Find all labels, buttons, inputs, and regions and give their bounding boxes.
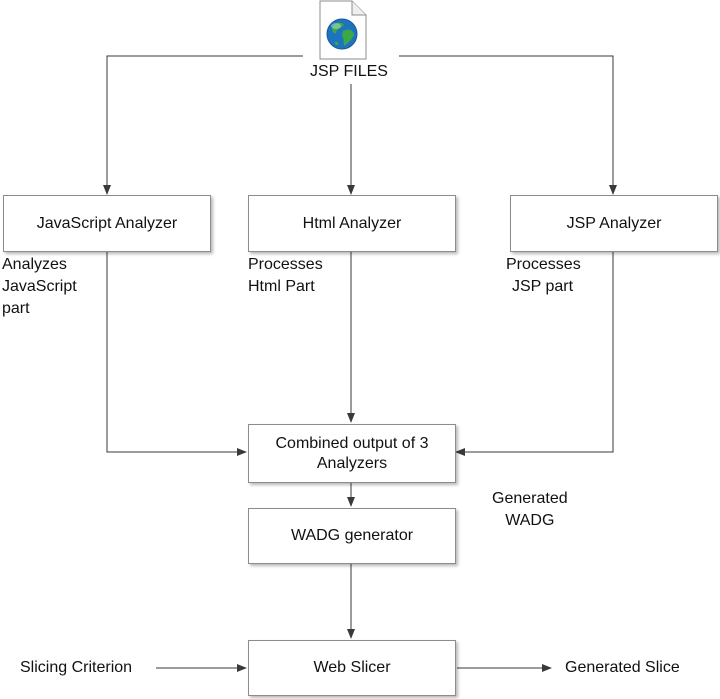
combined-output-line: Analyzers xyxy=(316,454,388,472)
html-note-line: Processes xyxy=(248,256,323,273)
wadg-generator-box: WADG generator xyxy=(248,508,456,564)
jsp-analyzer-note: Processes JSP part xyxy=(506,254,581,298)
jsp-analyzer-label: JSP Analyzer xyxy=(566,214,662,232)
html-analyzer-label: Html Analyzer xyxy=(302,214,402,232)
web-slicer-label: Web Slicer xyxy=(313,659,391,676)
connector-files-to-javascript xyxy=(103,55,303,195)
javascript-note-line: part xyxy=(2,300,30,317)
slicing-criterion-label: Slicing Criterion xyxy=(20,659,133,676)
jsp-note-line: JSP part xyxy=(512,278,574,295)
source-label: JSP FILES xyxy=(310,63,388,80)
html-analyzer-box: Html Analyzer xyxy=(248,195,456,252)
wadg-generator-label: WADG generator xyxy=(290,527,414,544)
jsp-note-line: Processes xyxy=(506,256,581,273)
wadg-note-line: Generated xyxy=(492,490,568,507)
wadg-note-line: WADG xyxy=(505,512,555,529)
html-note-line: Html Part xyxy=(248,278,315,295)
javascript-analyzer-box: JavaScript Analyzer xyxy=(3,195,211,252)
generated-slice-label: Generated Slice xyxy=(565,659,680,676)
web-slicer-box: Web Slicer xyxy=(248,640,456,696)
wadg-note: Generated WADG xyxy=(492,488,568,532)
globe-document-icon xyxy=(319,0,367,60)
connector-files-to-jsp xyxy=(399,55,617,195)
javascript-note-line: Analyzes xyxy=(2,256,67,273)
jsp-analyzer-box: JSP Analyzer xyxy=(510,195,718,252)
combined-output-box: Combined output of 3 Analyzers xyxy=(248,424,456,483)
javascript-analyzer-note: Analyzes JavaScript part xyxy=(2,254,77,320)
javascript-note-line: JavaScript xyxy=(2,278,77,295)
html-analyzer-note: Processes Html Part xyxy=(248,254,323,298)
javascript-analyzer-label: JavaScript Analyzer xyxy=(36,214,178,232)
connector-javascript-to-combined xyxy=(106,252,247,456)
combined-output-line: Combined output of 3 xyxy=(275,434,429,452)
